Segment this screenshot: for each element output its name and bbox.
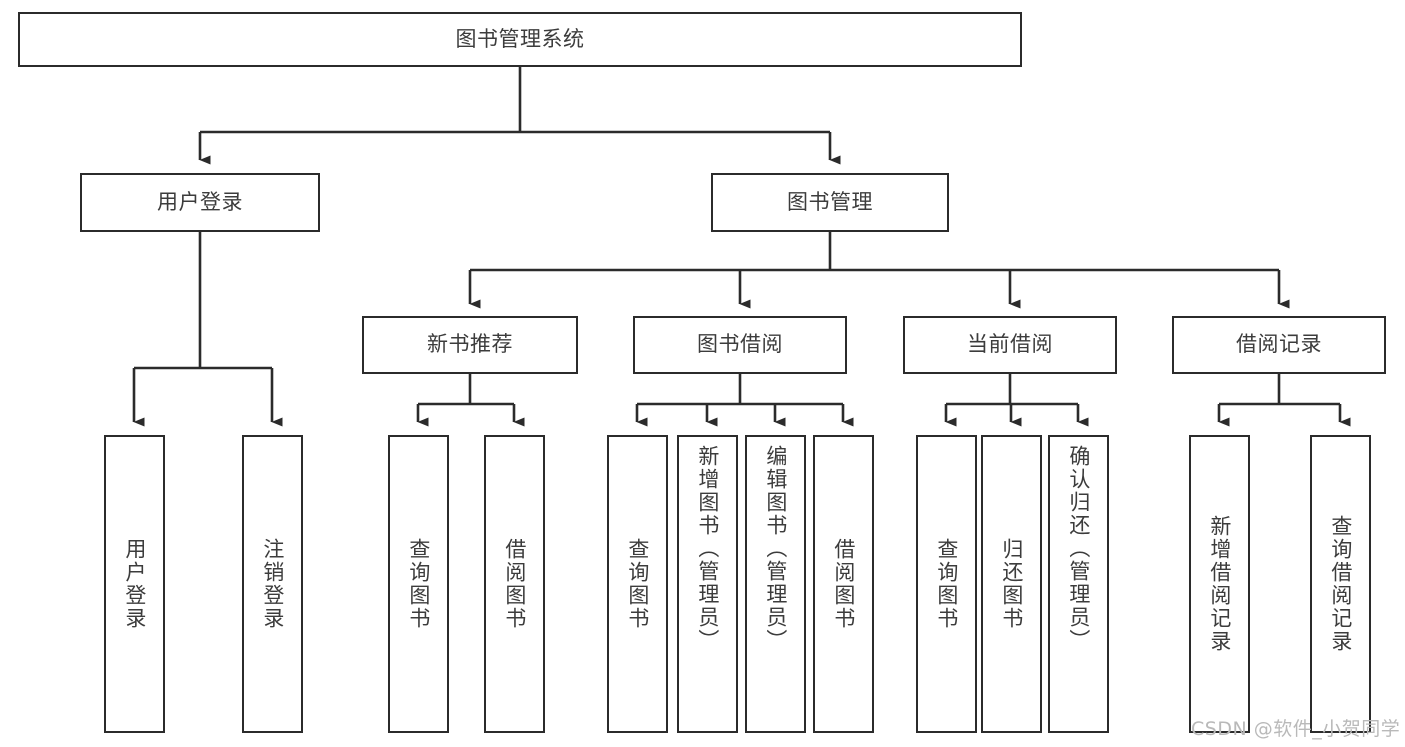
node-borrow-record[interactable]: 借阅记录 — [1172, 316, 1386, 374]
node-label: 用户登录 — [157, 189, 243, 214]
node-label: 查询图书 — [625, 538, 650, 630]
leaf-add-borrow-record[interactable]: 新增借阅记录 — [1189, 435, 1250, 733]
leaf-user-login[interactable]: 用户登录 — [104, 435, 165, 733]
leaf-borrow-book-new[interactable]: 借阅图书 — [484, 435, 545, 733]
node-label: 当前借阅 — [967, 332, 1053, 357]
node-new-book-recommend[interactable]: 新书推荐 — [362, 316, 578, 374]
node-label: 编辑图书（管理员） — [763, 445, 788, 652]
node-label: 查询借阅记录 — [1328, 515, 1353, 653]
leaf-add-book-admin[interactable]: 新增图书（管理员） — [677, 435, 738, 733]
node-label: 借阅记录 — [1236, 332, 1322, 357]
node-label: 新增借阅记录 — [1207, 515, 1232, 653]
node-label: 图书管理 — [787, 189, 873, 214]
node-label: 查询图书 — [406, 538, 431, 630]
leaf-query-borrow-record[interactable]: 查询借阅记录 — [1310, 435, 1371, 733]
node-user-login[interactable]: 用户登录 — [80, 173, 320, 232]
node-label: 图书借阅 — [697, 332, 783, 357]
node-label: 确认归还（管理员） — [1066, 445, 1091, 652]
node-book-borrow[interactable]: 图书借阅 — [633, 316, 847, 374]
node-label: 查询图书 — [934, 538, 959, 630]
leaf-edit-book-admin[interactable]: 编辑图书（管理员） — [745, 435, 806, 733]
leaf-query-book-new[interactable]: 查询图书 — [388, 435, 449, 733]
node-label: 新增图书（管理员） — [695, 445, 720, 652]
node-label: 归还图书 — [999, 538, 1024, 630]
leaf-confirm-return-admin[interactable]: 确认归还（管理员） — [1048, 435, 1109, 733]
csdn-watermark: CSDN @软件_小贺同学 — [1191, 718, 1401, 740]
node-label: 新书推荐 — [427, 332, 513, 357]
node-label: 图书管理系统 — [455, 26, 585, 51]
node-label: 借阅图书 — [831, 538, 856, 630]
leaf-logout[interactable]: 注销登录 — [242, 435, 303, 733]
node-label: 注销登录 — [260, 538, 285, 630]
node-book-management[interactable]: 图书管理 — [711, 173, 949, 232]
node-current-borrow[interactable]: 当前借阅 — [903, 316, 1117, 374]
node-label: 用户登录 — [122, 538, 147, 630]
leaf-query-book-current[interactable]: 查询图书 — [916, 435, 977, 733]
node-root-system[interactable]: 图书管理系统 — [18, 12, 1022, 67]
leaf-borrow-book[interactable]: 借阅图书 — [813, 435, 874, 733]
leaf-return-book[interactable]: 归还图书 — [981, 435, 1042, 733]
leaf-query-book-borrow[interactable]: 查询图书 — [607, 435, 668, 733]
node-label: 借阅图书 — [502, 538, 527, 630]
